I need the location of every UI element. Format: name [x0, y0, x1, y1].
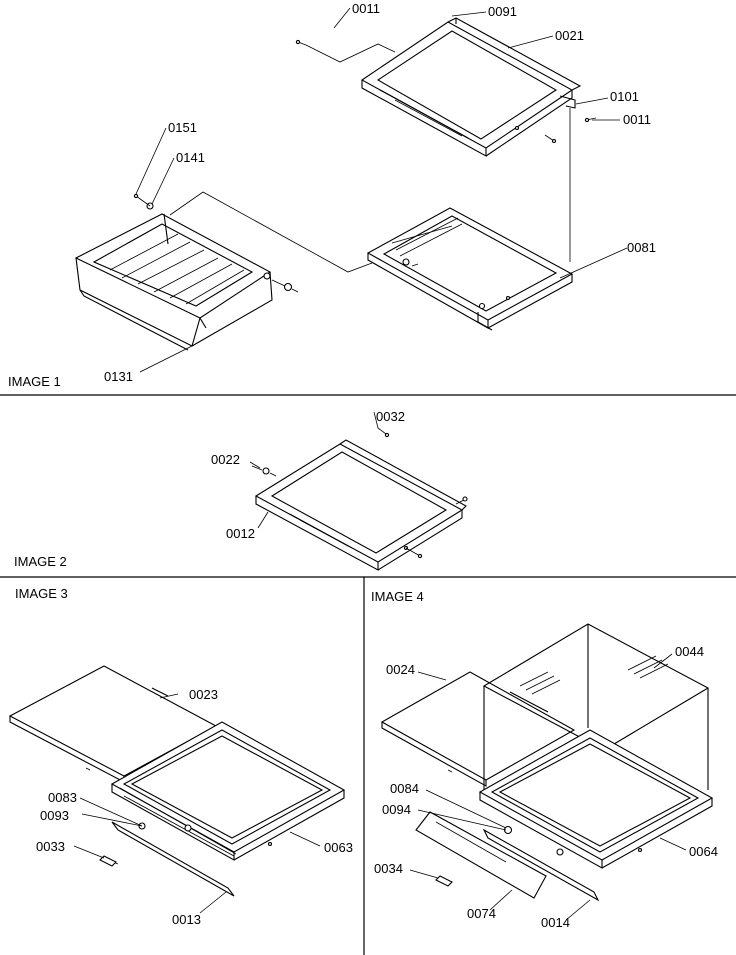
callout-0093: 0093 — [40, 808, 69, 823]
callout-0074: 0074 — [467, 906, 496, 921]
section-title-image4: IMAGE 4 — [371, 589, 424, 604]
shelf-assembly-top — [360, 17, 582, 157]
shelf-frame-image4 — [478, 729, 714, 869]
callout-0151: 0151 — [168, 120, 197, 135]
callout-0091: 0091 — [488, 4, 517, 19]
callout-0012: 0012 — [226, 526, 255, 541]
callout-0033: 0033 — [36, 839, 65, 854]
callout-0011-top: 0011 — [352, 1, 380, 16]
callout-0022: 0022 — [211, 452, 240, 467]
callout-0032: 0032 — [376, 409, 405, 424]
image2-drawing: 0032 0022 0012 — [211, 409, 468, 571]
section-title-image2: IMAGE 2 — [14, 554, 67, 569]
image4-drawing: 0024 0044 0084 0094 0034 0064 0074 0014 — [374, 623, 718, 930]
callout-0024: 0024 — [386, 662, 415, 677]
callout-0013: 0013 — [172, 912, 201, 927]
callout-0101: 0101 — [610, 89, 639, 104]
crisper-frame — [366, 207, 574, 331]
section-title-image3: IMAGE 3 — [15, 586, 68, 601]
section-title-image1: IMAGE 1 — [8, 374, 61, 389]
callout-0034: 0034 — [374, 861, 403, 876]
callout-0064: 0064 — [689, 844, 718, 859]
callout-0014: 0014 — [541, 915, 570, 930]
glass-shelf-image4 — [380, 671, 576, 787]
callout-0081: 0081 — [627, 240, 656, 255]
callout-0063: 0063 — [324, 840, 353, 855]
front-cover-image4 — [415, 811, 547, 899]
trim-bar-image3 — [111, 821, 235, 897]
callout-0021: 0021 — [555, 28, 584, 43]
shelf-assembly-image2 — [254, 439, 468, 571]
callout-0131: 0131 — [104, 369, 133, 384]
shelf-frame-image3 — [110, 721, 346, 861]
callout-0084: 0084 — [390, 781, 419, 796]
callout-0044: 0044 — [675, 644, 704, 659]
callout-0083: 0083 — [48, 790, 77, 805]
callout-0011-right: 0011 — [623, 112, 651, 127]
crisper-drawer — [74, 202, 299, 351]
image3-drawing: 0023 0083 0093 0033 0063 0013 — [8, 665, 353, 927]
callout-0094: 0094 — [382, 802, 411, 817]
callout-0141: 0141 — [176, 150, 205, 165]
image1-drawing: 0011 0091 0021 0101 0011 0151 0141 0081 … — [74, 1, 656, 384]
callout-0023: 0023 — [189, 687, 218, 702]
trim-bar-image4 — [482, 828, 600, 902]
